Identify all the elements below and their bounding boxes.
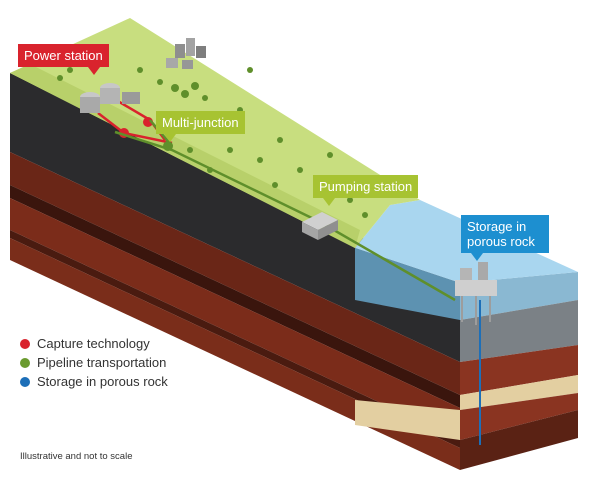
multi-junction-text: Multi-junction <box>162 115 239 130</box>
capture-point <box>143 117 153 127</box>
green-dot-icon <box>20 357 30 368</box>
legend-item-pipeline: Pipeline transportation <box>20 353 168 372</box>
pumping-station-building <box>302 212 338 240</box>
offshore-platform <box>455 262 497 325</box>
footnote: Illustrative and not to scale <box>20 451 133 462</box>
red-dot-icon <box>20 338 30 349</box>
front-strata <box>10 73 460 470</box>
legend-item-capture: Capture technology <box>20 334 168 353</box>
pipeline-junction <box>163 141 173 151</box>
town-buildings <box>166 38 206 69</box>
multi-junction-label: Multi-junction <box>156 111 245 142</box>
legend-label: Storage in porous rock <box>37 374 168 389</box>
porous-rock-layer <box>355 400 460 440</box>
blue-dot-icon <box>20 376 30 387</box>
pumping-station-text: Pumping station <box>319 179 413 194</box>
power-station-building <box>80 83 140 113</box>
power-station-label: Power station <box>18 44 109 75</box>
end-strata <box>460 272 578 470</box>
pumping-station-label: Pumping station <box>313 175 419 206</box>
legend: Capture technology Pipeline transportati… <box>20 334 168 391</box>
sea-front <box>355 248 460 320</box>
legend-item-storage: Storage in porous rock <box>20 372 168 391</box>
legend-label: Capture technology <box>37 336 150 351</box>
trees <box>57 67 368 218</box>
storage-label: Storage in porous rock <box>461 215 549 261</box>
power-station-text: Power station <box>24 48 103 63</box>
legend-label: Pipeline transportation <box>37 355 167 370</box>
storage-text: Storage in porous rock <box>467 219 535 249</box>
